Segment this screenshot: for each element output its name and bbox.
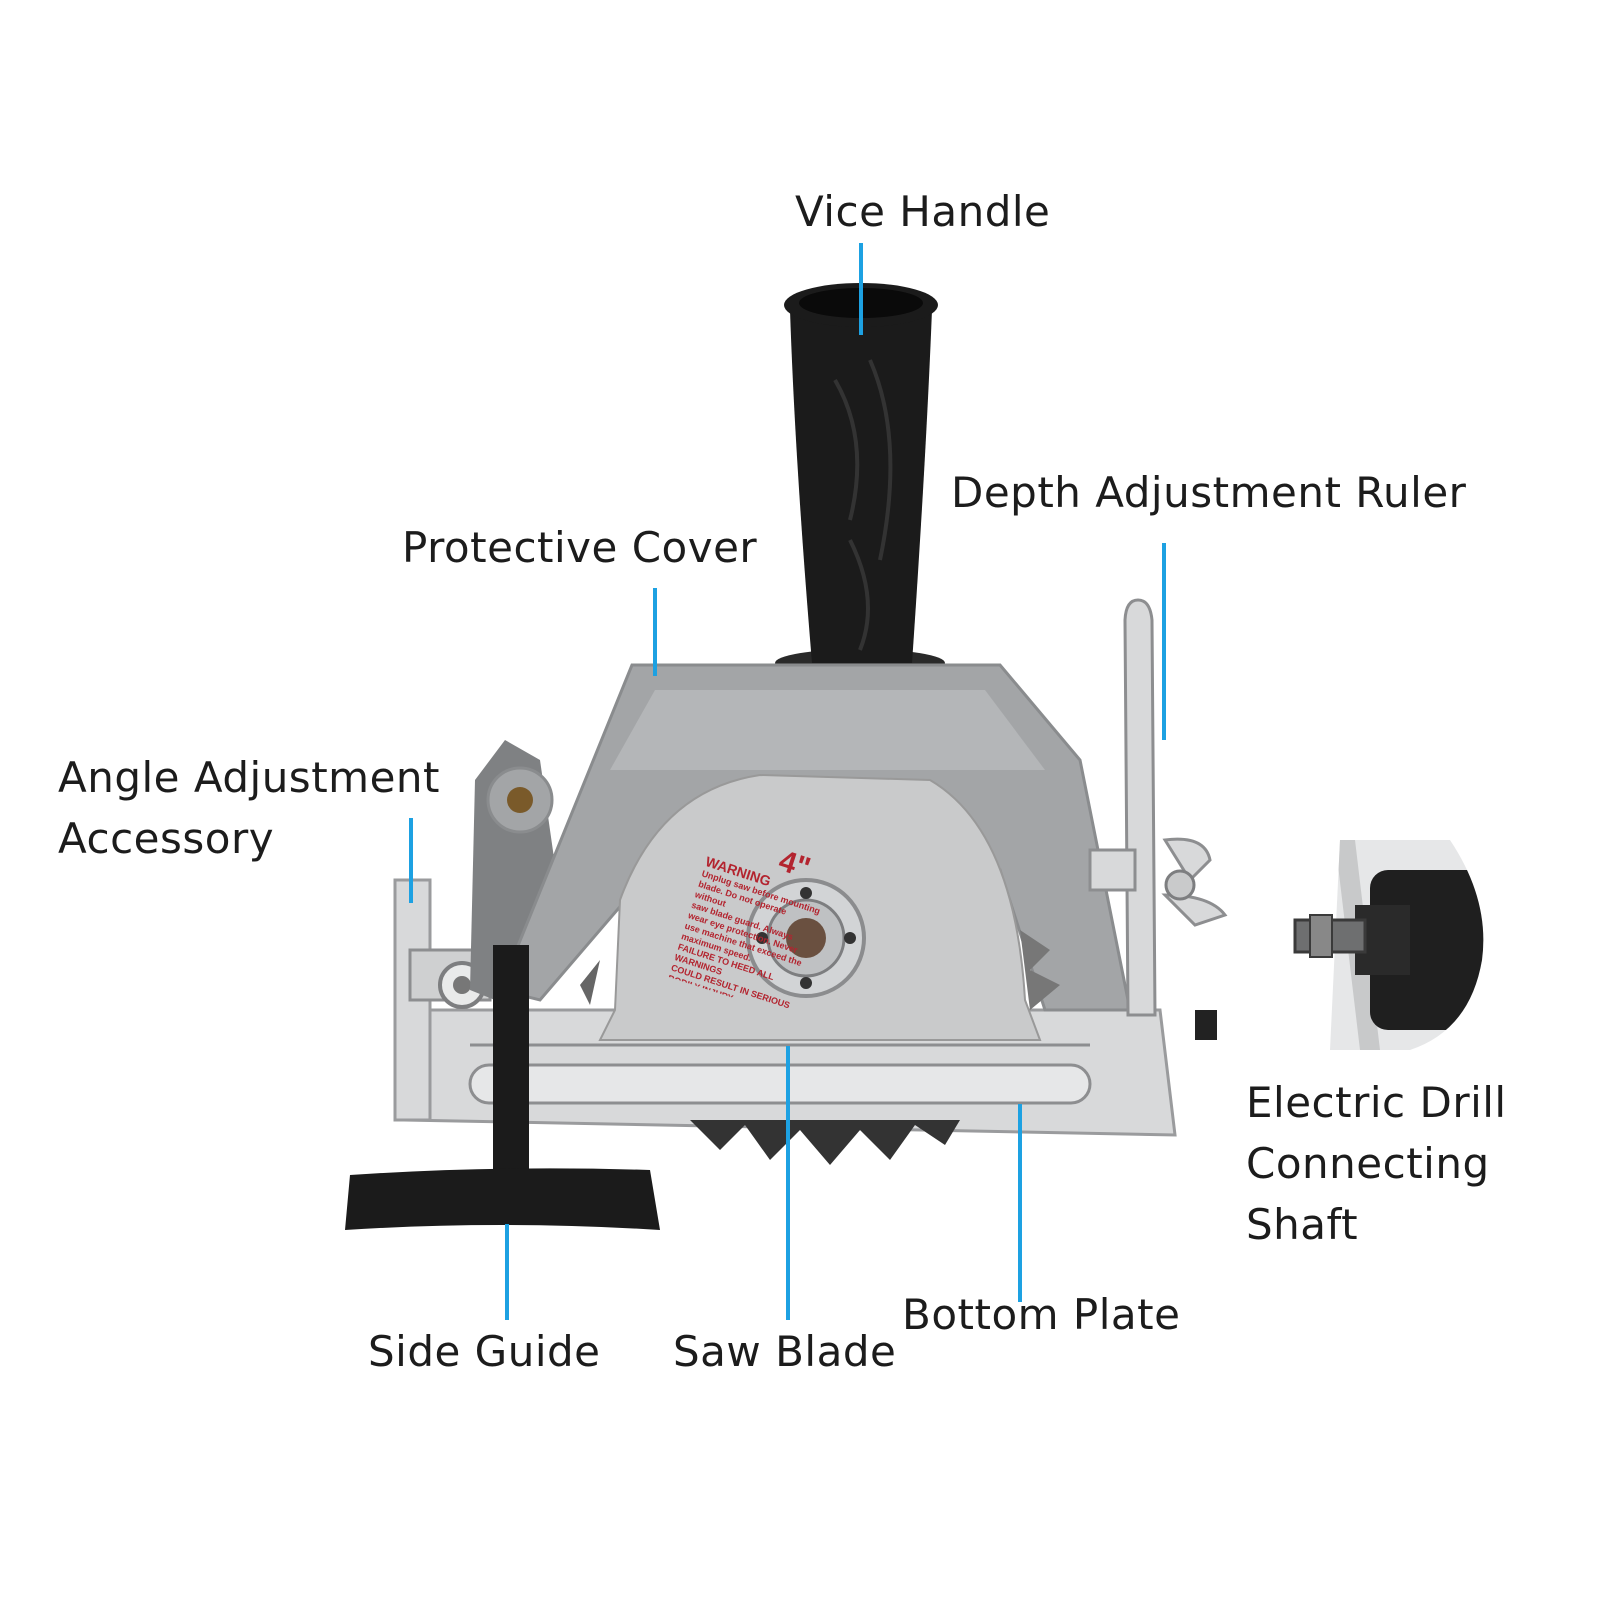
label-angle-adjustment-accessory: Angle Adjustment Accessory [58,753,441,863]
saw-blade-icon [580,773,1060,1041]
drill-shaft-icon [1293,840,1484,1050]
handle-icon [775,283,945,677]
label-side-guide: Side Guide [368,1327,601,1376]
label-electric-drill-connecting-shaft: Electric Drill Connecting Shaft [1246,1078,1507,1249]
label-vice-handle: Vice Handle [795,187,1051,236]
blade-teeth-lower [690,1120,960,1165]
wing-nut-icon [1161,837,1228,927]
label-protective-cover: Protective Cover [402,523,758,572]
leader-lines [409,243,1166,1320]
depth-ruler-icon [1088,598,1217,1040]
label-depth-adjustment-ruler: Depth Adjustment Ruler [951,468,1467,517]
label-saw-blade: Saw Blade [673,1327,897,1376]
side-guide-icon [345,945,660,1230]
label-bottom-plate: Bottom Plate [902,1290,1181,1339]
